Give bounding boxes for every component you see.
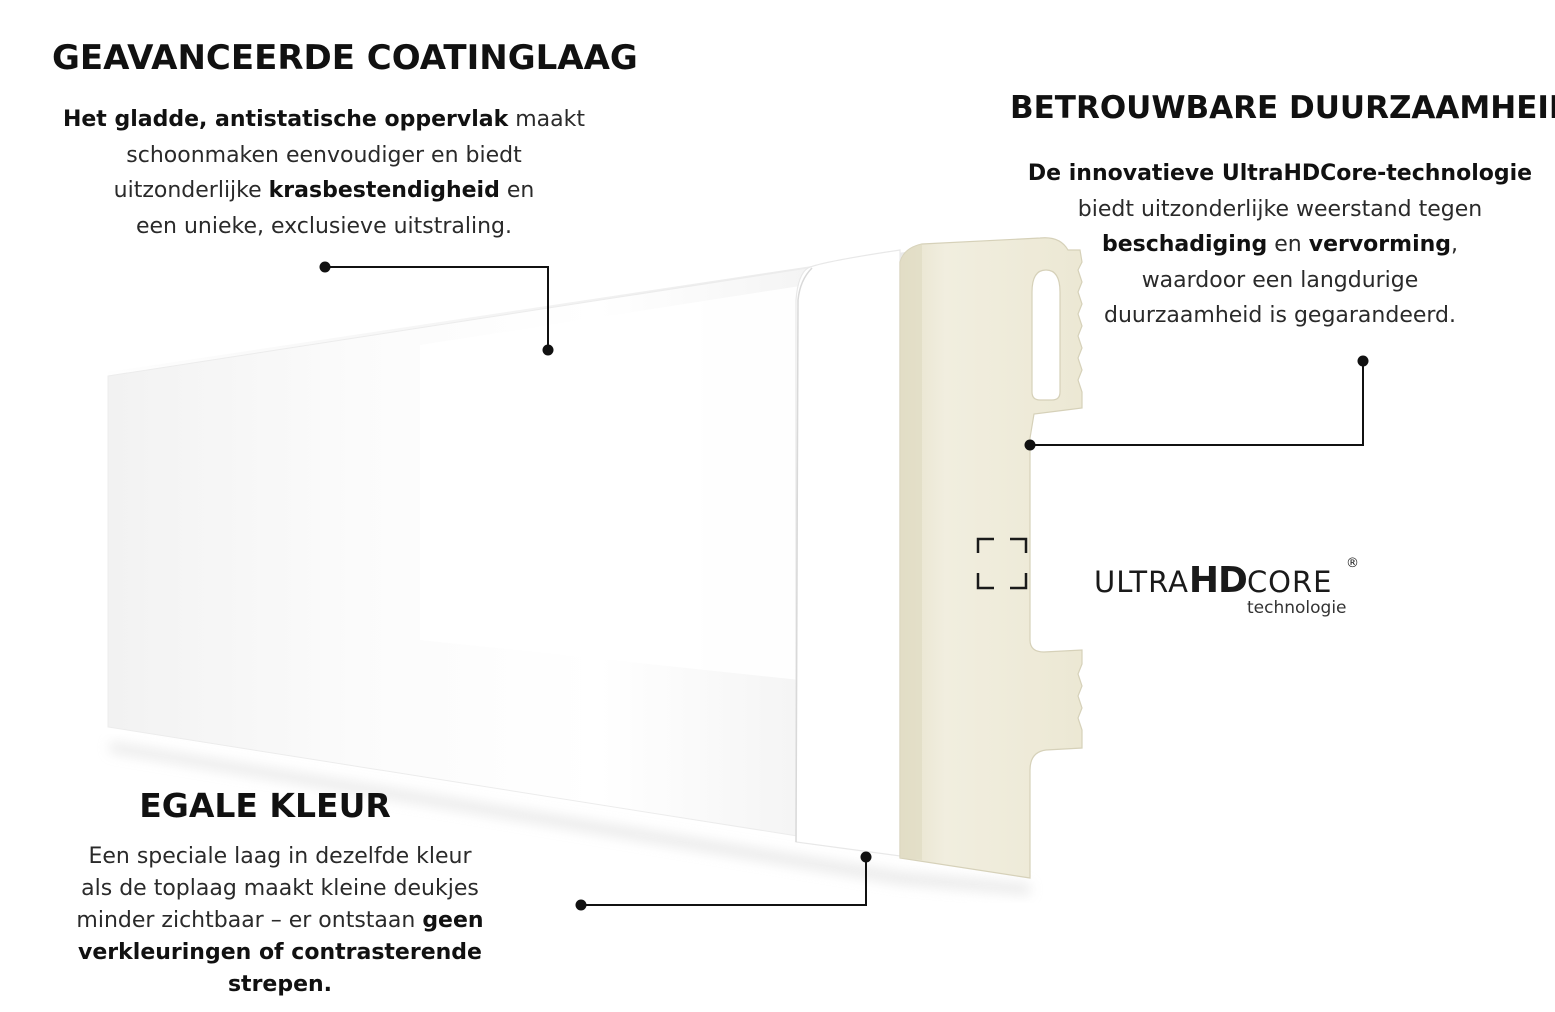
leader-dot-coating-start [319,261,331,273]
emphasis-text: krasbestendigheid [268,178,500,203]
emphasis-text: strepen. [227,972,333,997]
corner-brackets-icon [976,537,1028,590]
leader-dot-coating-end [542,344,554,356]
emphasis-text: vervorming [1308,232,1452,257]
emphasis-text: Het gladde, antistatische oppervlak [62,107,509,132]
durability-title: BETROUWBARE DUURZAAMHEID [1010,90,1555,126]
logo-word-hd: HD [1188,560,1248,601]
ultrahdcore-logo: ULTRAHDCORE [1094,560,1333,601]
emphasis-text: geen [422,908,484,933]
logo-word-core: CORE [1246,565,1333,599]
board-reflection [420,286,800,680]
coating-description: Het gladde, antistatische oppervlak maak… [62,107,586,239]
leader-dot-durability-end [1024,439,1036,451]
board-shadow [110,742,1030,895]
leader-dot-color-end [860,851,872,863]
logo-word-ultra: ULTRA [1094,565,1189,599]
logo-registered-mark: ® [1346,556,1359,571]
leader-line-color [581,857,867,906]
emphasis-text: De innovatieve UltraHDCore-technologie [1027,161,1533,186]
leader-dot-durability-start [1357,355,1369,367]
emphasis-text: verkleuringen of contrasterende [78,940,482,965]
coating-title: GEAVANCEERDE COATINGLAAG [52,38,638,78]
board-bevel [795,249,901,857]
bevel-seam [795,267,813,843]
leader-line-coating [325,266,549,350]
color-title: EGALE KLEUR [139,786,391,825]
leader-line-durability [1030,361,1364,446]
core-slot [1031,269,1061,401]
logo-subtitle: technologie [1247,598,1347,618]
leader-dot-color-start [575,899,587,911]
core-edge-shade [900,244,922,860]
emphasis-text: beschadiging [1101,232,1268,257]
